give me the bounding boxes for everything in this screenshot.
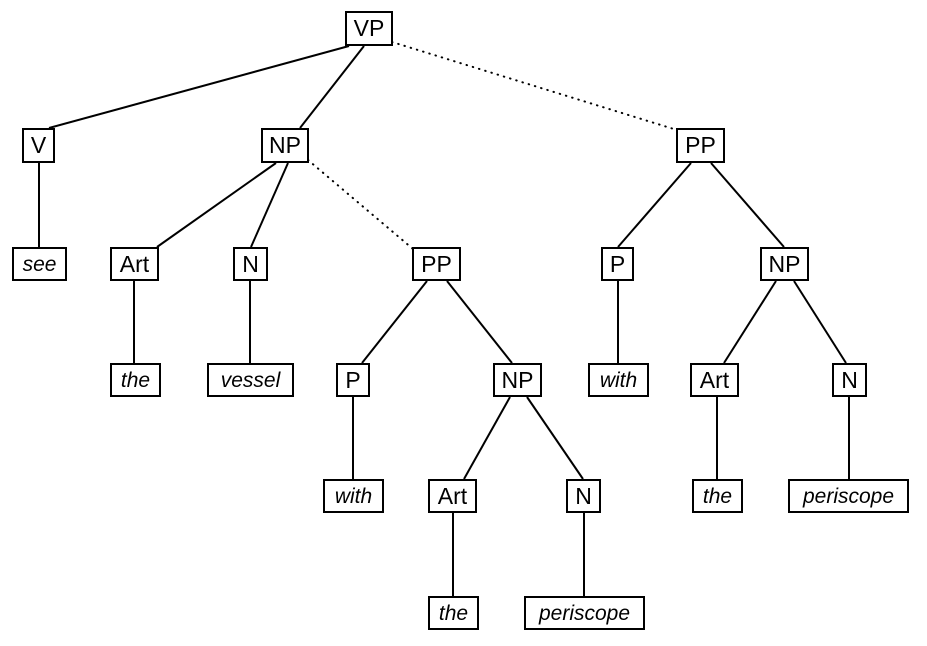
tree-node-label: N [841,366,858,393]
tree-node-label: Art [699,366,730,393]
tree-node-with_mid: with [323,479,384,513]
tree-node-p_right: P [601,247,634,281]
tree-node-periscope_mid: periscope [524,596,645,630]
tree-node-label: the [702,484,733,508]
tree-edge-pp_mid-to-np_mid [446,280,513,364]
tree-node-label: N [575,482,592,509]
tree-edge-np_mid-to-art_mid [463,396,511,480]
tree-edge-np_mid-to-n_mid [526,396,584,480]
tree-node-periscope_rt: periscope [788,479,909,513]
tree-node-label: periscope [538,601,631,625]
tree-node-label: vessel [220,368,281,392]
tree-node-label: V [30,132,47,158]
tree-node-label: the [120,368,151,392]
tree-edge-np_right-to-art_right [723,280,777,364]
tree-node-n1: N [233,247,268,281]
tree-edge-np1-to-pp_mid [307,159,414,250]
tree-node-with_right: with [588,363,649,397]
tree-node-the_mid: the [428,596,479,630]
tree-node-art_mid: Art [428,479,477,513]
tree-node-see: see [12,247,67,281]
tree-node-label: NP [269,132,301,158]
tree-node-n_mid: N [566,479,601,513]
tree-node-v: V [22,128,55,163]
tree-edge-pp_mid-to-p_mid [361,280,428,364]
tree-node-pp_mid: PP [412,247,461,281]
tree-node-np1: NP [261,128,309,163]
tree-node-vp: VP [345,11,393,46]
tree-node-label: PP [685,132,716,158]
tree-edge-pp_right-to-np_right [710,162,785,248]
tree-node-label: P [345,366,361,393]
tree-node-art1: Art [110,247,159,281]
tree-node-label: the [438,601,469,625]
tree-edge-vp-to-pp_right [391,41,678,131]
tree-node-the_right: the [692,479,743,513]
tree-node-label: P [609,250,626,277]
tree-node-vessel: vessel [207,363,294,397]
tree-node-np_right: NP [760,247,809,281]
tree-node-p_mid: P [336,363,370,397]
tree-node-label: periscope [802,484,895,508]
tree-edge-vp-to-v [48,45,350,129]
tree-node-label: PP [421,250,452,277]
tree-node-pp_right: PP [676,128,725,163]
tree-node-label: VP [353,15,385,41]
tree-edge-vp-to-np1 [299,45,365,129]
tree-node-label: NP [768,250,801,277]
tree-node-label: see [22,252,57,276]
tree-node-label: Art [119,250,150,277]
tree-edge-pp_right-to-p_right [617,162,692,248]
tree-node-np_mid: NP [493,363,542,397]
tree-node-label: N [242,250,259,277]
tree-node-label: with [334,484,373,508]
tree-node-label: with [599,368,638,392]
tree-node-art_right: Art [690,363,739,397]
tree-node-the1: the [110,363,161,397]
tree-node-n_right: N [832,363,867,397]
tree-edge-np1-to-n1 [250,162,289,248]
tree-node-label: NP [501,366,534,393]
tree-edge-np1-to-art1 [156,162,277,248]
tree-edge-np_right-to-n_right [793,280,847,364]
tree-node-label: Art [437,482,468,509]
